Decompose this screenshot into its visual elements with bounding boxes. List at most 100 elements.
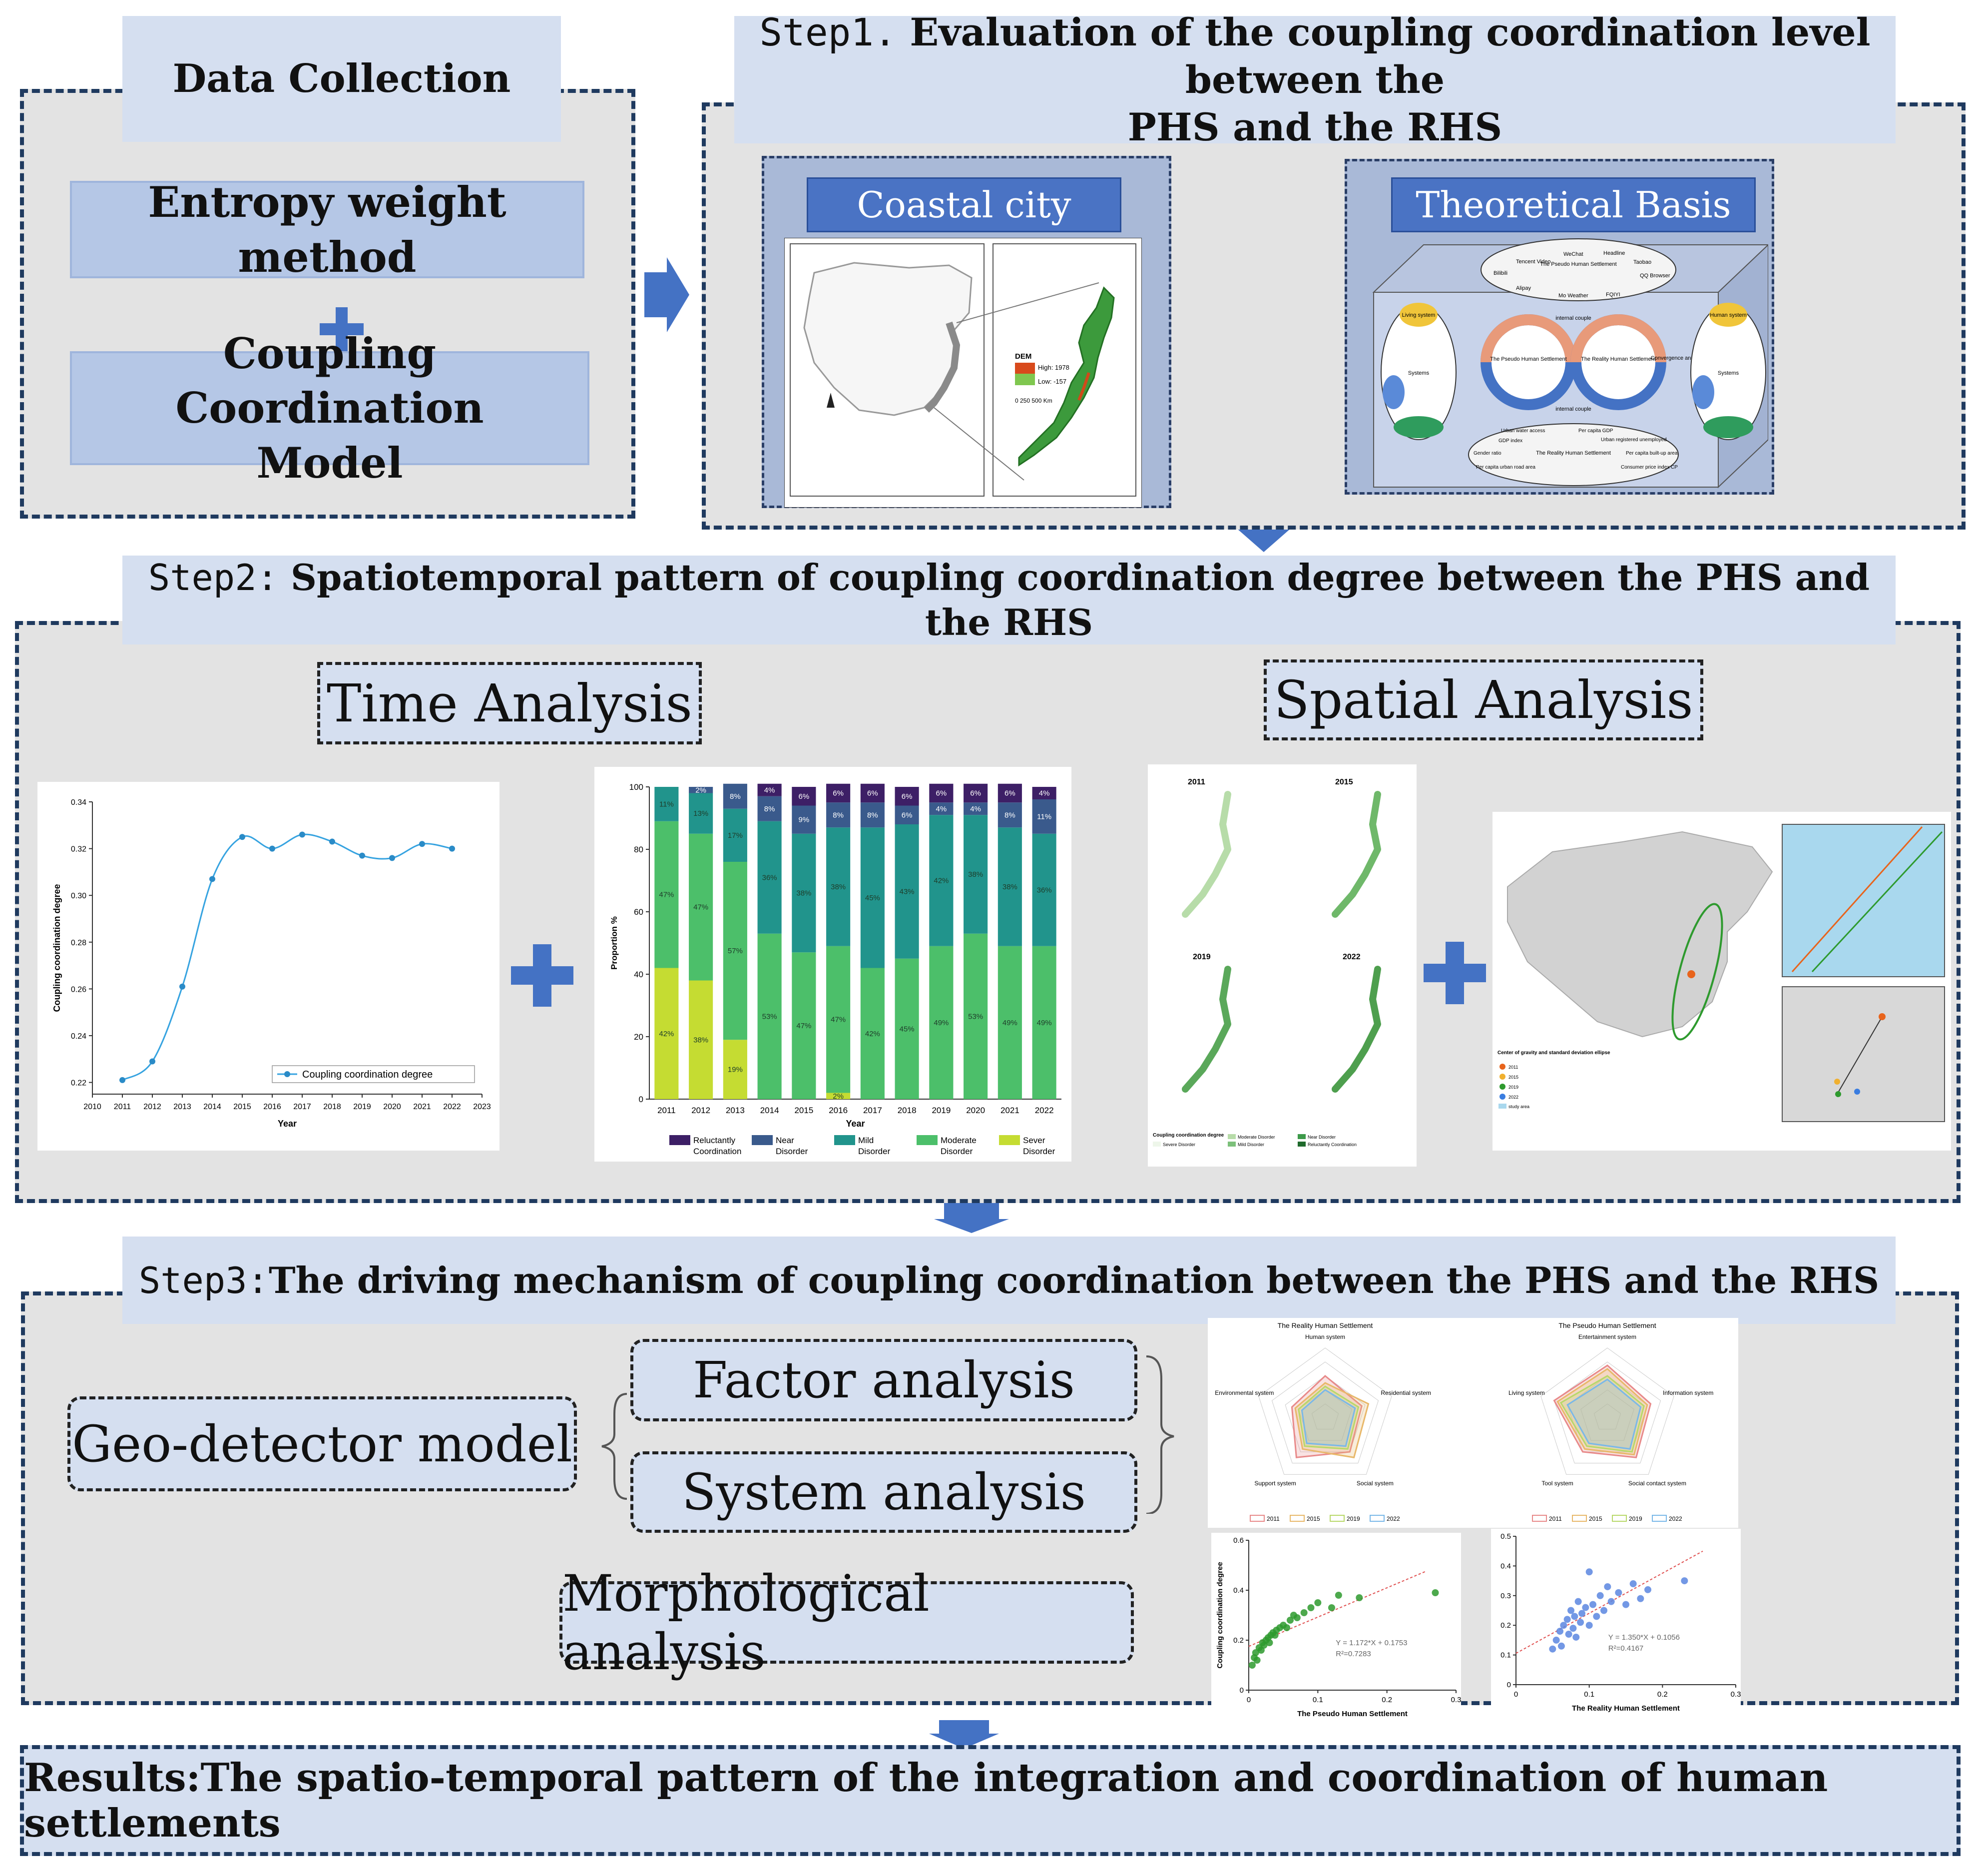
radar-grid-ring <box>1271 1361 1379 1464</box>
legend-label: Moderate <box>941 1136 977 1145</box>
x-tick-label: 0.3 <box>1451 1696 1461 1704</box>
radar-axis-label: Tool system <box>1541 1480 1573 1487</box>
bar-segment <box>826 946 851 1093</box>
scatter-point <box>1589 1601 1596 1608</box>
step3-title: The driving mechanism of coupling coordi… <box>268 1258 1880 1301</box>
plus-icon <box>320 307 364 351</box>
scatter-point <box>1549 1645 1556 1653</box>
bar-segment <box>723 783 747 809</box>
bar-data-label: 36% <box>1037 886 1052 894</box>
x-tick-label: 2022 <box>443 1103 461 1111</box>
radar-series-polygon <box>1301 1389 1356 1447</box>
bar-data-label: 2% <box>833 1092 844 1101</box>
map-legend-title: Coupling coordination degree <box>1153 1133 1224 1138</box>
x-axis-label: Year <box>846 1119 865 1129</box>
legend-swatch <box>834 1135 855 1145</box>
x-tick-label: 2020 <box>966 1106 985 1115</box>
bar-data-label: 8% <box>833 811 844 819</box>
bar-data-label: 11% <box>659 800 674 808</box>
x-tick-label: 0.3 <box>1731 1690 1741 1699</box>
radar-legend-swatch <box>1330 1515 1345 1522</box>
top-item-label: WeChat <box>1563 251 1583 257</box>
bar-segment <box>723 1040 747 1099</box>
bar-data-label: 47% <box>796 1022 811 1030</box>
scatter-point <box>1314 1599 1322 1606</box>
scatter-point <box>1248 1662 1256 1669</box>
top-item-label: QQ Browser <box>1640 273 1670 279</box>
bar-segment <box>757 796 782 821</box>
scatter-point <box>1615 1589 1622 1596</box>
radar-axis-label: Social system <box>1357 1480 1394 1487</box>
data-point <box>179 983 185 990</box>
map-year-label: 2011 <box>1188 778 1205 786</box>
y-tick-label: 0.22 <box>71 1079 86 1088</box>
bar-data-label: 38% <box>796 889 811 898</box>
system-analysis-box: System analysis <box>630 1451 1137 1533</box>
bar-segment <box>895 787 919 806</box>
x-axis-label: The Reality Human Settlement <box>1572 1704 1680 1713</box>
scatter-point <box>1293 1614 1301 1621</box>
bar-data-label: 49% <box>1002 1019 1017 1027</box>
map-legend-item: Severe Disorder <box>1163 1142 1195 1147</box>
scatter-point <box>1577 1619 1584 1626</box>
radar-legend-label: 2011 <box>1549 1515 1562 1522</box>
map-year-label: 2022 <box>1343 953 1361 961</box>
map-legend-item: Reluctantly Coordination <box>1308 1142 1357 1147</box>
radar-axis-label: Social contact system <box>1628 1480 1686 1487</box>
scatter-point <box>1300 1609 1308 1616</box>
data-point <box>209 876 215 882</box>
reality-label: The Reality Human Settlement <box>1581 356 1656 362</box>
pseudo-label: The Pseudo Human Settlement <box>1490 356 1566 362</box>
radar-axis-label: Information system <box>1663 1389 1713 1396</box>
data-point <box>329 838 335 845</box>
legend-label: Reluctantly <box>693 1136 736 1145</box>
y-tick-label: 0.34 <box>71 798 86 807</box>
inset-bottom <box>1782 986 1945 1122</box>
radar-grid-ring <box>1285 1375 1366 1452</box>
factor-analysis-label: Factor analysis <box>693 1351 1075 1409</box>
system-analysis-label: System analysis <box>681 1463 1086 1521</box>
scatter-point <box>1607 1598 1615 1605</box>
scatter-point <box>1253 1657 1261 1664</box>
radar-axis-label: Human system <box>1305 1333 1345 1340</box>
x-tick-label: 2016 <box>829 1106 848 1115</box>
y-tick-label: 40 <box>634 970 643 979</box>
x-tick-label: 2017 <box>293 1103 311 1111</box>
spatial-analysis-box: Spatial Analysis <box>1264 659 1703 740</box>
radar-legend-label: 2015 <box>1589 1515 1602 1522</box>
radar-legend-swatch <box>1572 1515 1587 1522</box>
bar-segment <box>826 802 851 828</box>
r-squared-label: R²=0.4167 <box>1608 1644 1643 1653</box>
bar-segment <box>895 805 919 824</box>
legend-label: Coordination <box>693 1147 741 1156</box>
gravity-legend-item: 2019 <box>1508 1085 1518 1090</box>
radar-legend-label: 2022 <box>1387 1515 1400 1522</box>
series-line <box>122 833 453 1081</box>
scatter-point <box>1252 1649 1259 1656</box>
arrow-down-icon <box>929 1720 999 1749</box>
scatter-point <box>1644 1586 1651 1593</box>
coastal-city-title: Coastal city <box>807 177 1121 232</box>
bar-segment <box>792 805 816 834</box>
scatter-point <box>1307 1604 1315 1611</box>
legend-swatch <box>752 1135 773 1145</box>
theory-label: Theoretical Basis <box>1416 184 1731 226</box>
radar-series-polygon <box>1298 1385 1360 1450</box>
bar-segment <box>826 827 851 946</box>
bar-data-label: 4% <box>970 805 981 813</box>
legend-label: Mild <box>858 1136 874 1145</box>
step1-title-line1: Evaluation of the coupling coordination … <box>896 10 1871 102</box>
bar-segment <box>997 827 1022 946</box>
radar-grid-ring <box>1593 1403 1621 1430</box>
time-analysis-label: Time Analysis <box>327 672 692 734</box>
bottom-item-label: Per capita GDP <box>1578 428 1613 434</box>
bar-data-label: 49% <box>1037 1019 1052 1027</box>
bar-data-label: 4% <box>764 786 775 794</box>
bar-data-label: 8% <box>730 792 741 801</box>
scatter-point <box>1283 1624 1291 1631</box>
map-year-label: 2019 <box>1193 953 1211 961</box>
x-tick-label: 2019 <box>932 1106 951 1115</box>
data-point <box>419 841 425 847</box>
radar-legend-label: 2011 <box>1267 1515 1280 1522</box>
